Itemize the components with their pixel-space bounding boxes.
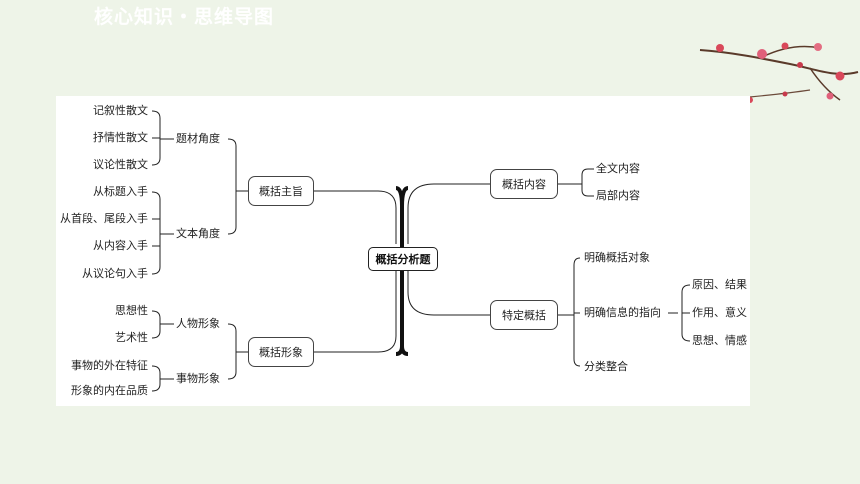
node-specific-summary: 特定概括 [490, 300, 558, 330]
leaf-artistic: 艺术性 [115, 331, 148, 344]
leaf-thought-emotion: 思想、情感 [692, 334, 747, 347]
leaf-function-meaning: 作用、意义 [692, 306, 747, 319]
node-text-angle: 文本角度 [176, 227, 220, 240]
mindmap-connectors [151, 110, 691, 392]
root-node: 概括分析题 [368, 247, 438, 271]
leaf-cause-result: 原因、结果 [692, 278, 747, 291]
leaf-ideological: 思想性 [115, 304, 148, 317]
plum-blossom-decoration [690, 42, 859, 105]
node-subject-angle: 题材角度 [176, 132, 220, 145]
leaf-from-content: 从内容入手 [93, 239, 148, 252]
leaf-argumentative-prose: 议论性散文 [93, 158, 148, 171]
node-character-image: 人物形象 [176, 317, 220, 330]
leaf-from-title: 从标题入手 [93, 185, 148, 198]
node-summarize-content: 概括内容 [490, 169, 558, 199]
page-title: 核心知识・思维导图 [94, 6, 275, 28]
leaf-lyrical-prose: 抒情性散文 [93, 131, 148, 144]
node-info-direction: 明确信息的指向 [584, 306, 661, 319]
leaf-from-argument-sentence: 从议论句入手 [82, 267, 148, 280]
node-define-object: 明确概括对象 [584, 251, 650, 264]
leaf-partial-content: 局部内容 [596, 189, 640, 202]
node-object-image: 事物形象 [176, 372, 220, 385]
leaf-full-text-content: 全文内容 [596, 162, 640, 175]
mindmap-panel: 记叙性散文 抒情性散文 议论性散文 从标题入手 从首段、尾段入手 从内容入手 从… [56, 96, 750, 406]
leaf-internal-qualities: 形象的内在品质 [71, 384, 148, 397]
leaf-narrative-prose: 记叙性散文 [93, 104, 148, 117]
leaf-from-first-last-paragraph: 从首段、尾段入手 [60, 212, 148, 225]
node-summarize-theme: 概括主旨 [248, 176, 314, 206]
node-classify-integrate: 分类整合 [584, 360, 628, 373]
leaf-external-features: 事物的外在特征 [71, 359, 148, 372]
node-summarize-image: 概括形象 [248, 337, 314, 367]
